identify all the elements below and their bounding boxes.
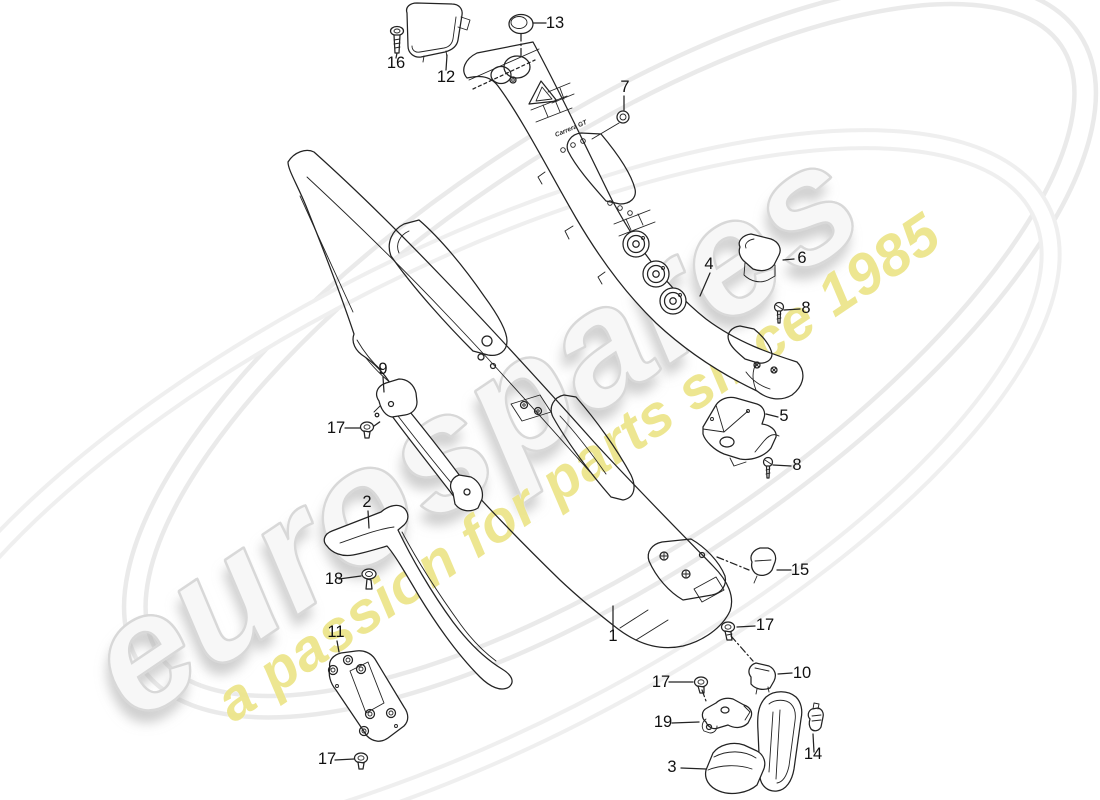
part-label-3: 3 [667, 758, 676, 776]
part-label-13: 13 [546, 14, 564, 32]
part-12-lid [405, 2, 471, 63]
part-label-11: 11 [327, 623, 344, 641]
part-11-mounting-plate [327, 650, 409, 742]
part-label-15: 15 [791, 561, 809, 579]
part-15-clip [750, 547, 777, 584]
part-9-handle [373, 378, 484, 512]
part-10-slide [748, 662, 776, 695]
part-label-18: 18 [325, 570, 343, 588]
part-label-14: 14 [804, 745, 822, 763]
part-label-10: 10 [793, 664, 811, 682]
part-17-screw-d [693, 676, 709, 694]
part-2-side-trim [323, 504, 513, 690]
part-3-seat [704, 691, 803, 795]
part-16-screw [389, 25, 405, 54]
leader-lines [334, 22, 815, 770]
part-number-labels: 16 12 13 7 6 4 8 5 8 9 17 2 18 15 17 1 10 17 11 19 3 14 17 [318, 14, 822, 776]
part-label-5: 5 [779, 407, 788, 425]
part-label-6: 6 [797, 249, 806, 267]
part-label-8: 8 [801, 299, 810, 317]
part-label-12: 12 [437, 68, 455, 86]
part-label-7: 7 [620, 78, 629, 96]
part-13-knob [508, 13, 534, 35]
part-17-screw-c [720, 621, 736, 641]
part-label-17: 17 [318, 750, 336, 768]
part-18-fastener [361, 568, 377, 590]
part-label-19: 19 [654, 713, 672, 731]
part-6-cap [738, 233, 781, 283]
part-19-bracket [701, 697, 753, 734]
part-label-9: 9 [378, 360, 387, 378]
part-label-2: 2 [362, 493, 371, 511]
assembly-lines [373, 33, 754, 702]
part-label-8: 8 [792, 456, 801, 474]
part-17-screw-b [353, 752, 369, 770]
part-4-switch-trim: Carrera GT [463, 41, 804, 400]
part-7-nut [616, 110, 630, 124]
part-8-screw-upper [773, 301, 785, 324]
part-1-console-body [287, 149, 733, 649]
part-label-17: 17 [652, 673, 670, 691]
part-label-17: 17 [756, 616, 774, 634]
part-label-17: 17 [327, 419, 345, 437]
part-label-4: 4 [704, 255, 713, 273]
part-8-screw-lower [762, 456, 774, 479]
part-label-16: 16 [387, 54, 405, 72]
part-17-screw-a [359, 421, 375, 439]
part-14-clip [807, 702, 824, 732]
part-5-bracket [702, 396, 780, 467]
part-label-1: 1 [608, 627, 617, 645]
